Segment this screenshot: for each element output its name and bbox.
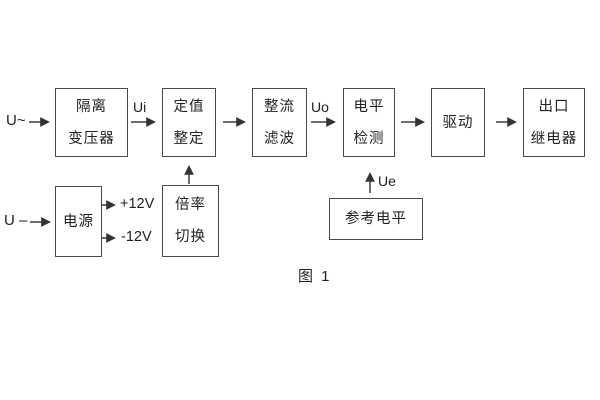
block-ratio-switch: 倍率 切换	[162, 185, 219, 257]
block-label: 切换	[175, 229, 206, 245]
block-label: 参考电平	[345, 211, 407, 227]
block-power-supply: 电源	[55, 186, 102, 257]
block-label: 电源	[63, 213, 94, 230]
block-reference-level: 参考电平	[329, 198, 423, 240]
block-label: 变压器	[68, 130, 115, 147]
block-rectify-filter: 整流 滤波	[252, 88, 307, 157]
block-isolation-transformer: 隔离 变压器	[55, 88, 128, 157]
block-label: 整定	[173, 130, 205, 147]
block-label: 滤波	[264, 130, 295, 147]
label-ue-signal: Ue	[378, 173, 396, 189]
label-ac-input: U~	[6, 112, 26, 129]
label-uo-signal: Uo	[311, 99, 329, 115]
block-label: 出口	[538, 98, 570, 115]
label-positive-rail: +12V	[120, 196, 155, 212]
block-label: 隔离	[76, 98, 107, 115]
block-drive: 驱动	[431, 88, 485, 157]
label-negative-rail: -12V	[121, 229, 152, 245]
block-label: 倍率	[175, 197, 206, 213]
block-label: 整流	[264, 98, 295, 115]
block-label: 定值	[173, 98, 205, 115]
block-output-relay: 出口 继电器	[523, 88, 585, 157]
label-dc-input: U –	[4, 212, 28, 229]
block-label: 继电器	[530, 130, 578, 147]
label-ui-signal: Ui	[133, 99, 147, 115]
block-label: 检测	[353, 130, 385, 147]
figure-caption: 图 1	[298, 268, 332, 285]
block-level-detect: 电平 检测	[343, 88, 395, 157]
block-label: 电平	[353, 98, 385, 115]
block-label: 驱动	[442, 114, 474, 131]
block-value-setting: 定值 整定	[162, 88, 216, 157]
